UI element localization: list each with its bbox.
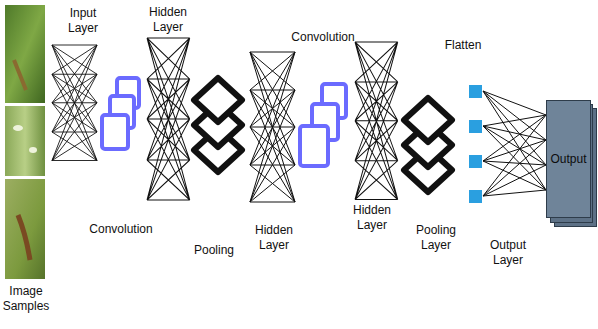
layer-label: Flatten bbox=[438, 38, 488, 53]
hidden-mesh bbox=[147, 38, 190, 200]
hidden-mesh bbox=[355, 42, 398, 200]
conv-maps bbox=[300, 84, 346, 166]
output-box: Output bbox=[546, 100, 591, 218]
hidden-mesh bbox=[250, 52, 295, 202]
layer-label: Hidden Layer bbox=[144, 5, 192, 35]
layer-label: Hidden Layer bbox=[250, 223, 298, 253]
layer-label: Pooling Layer bbox=[410, 223, 462, 253]
layer-label: Output Layer bbox=[484, 238, 532, 268]
layer-label: Image Samples bbox=[2, 284, 50, 314]
layer-label: Convolution bbox=[288, 30, 358, 45]
flatten-units bbox=[469, 85, 482, 203]
output-fan bbox=[483, 91, 546, 196]
layer-label: Convolution bbox=[86, 222, 156, 237]
pooling-stack bbox=[194, 78, 242, 172]
pooling-stack bbox=[404, 98, 452, 192]
input-mesh bbox=[52, 45, 97, 161]
layer-label: Hidden Layer bbox=[348, 203, 396, 233]
image-samples bbox=[5, 5, 45, 279]
layer-label: Pooling bbox=[186, 243, 242, 258]
layer-label: Input Layer bbox=[62, 6, 104, 36]
conv-maps bbox=[102, 78, 139, 149]
output-text: Output bbox=[550, 152, 586, 166]
